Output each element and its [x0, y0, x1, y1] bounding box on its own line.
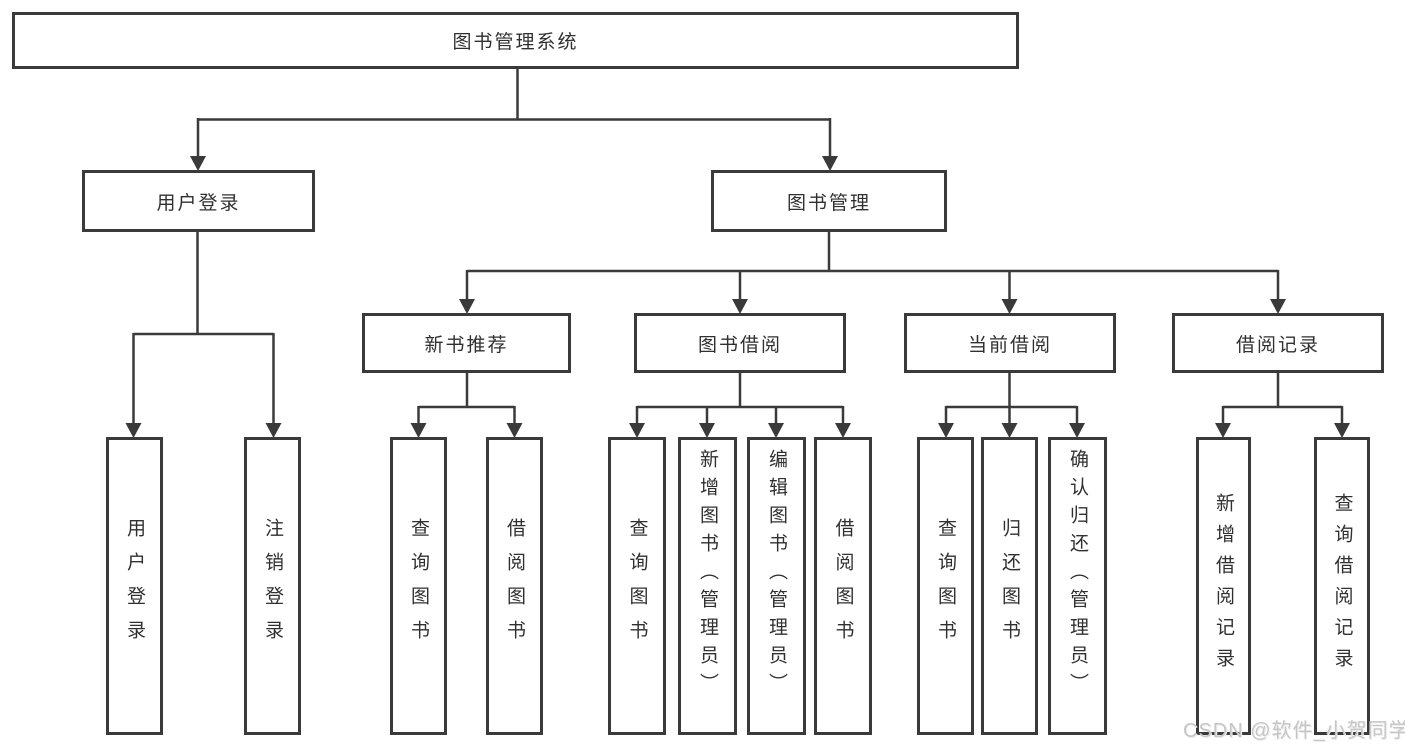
leaf-add-book-admin: 新增图书（管理员）: [678, 437, 737, 735]
node-new-book-recommendation: 新书推荐: [362, 313, 571, 373]
leaf-add-borrow-record: 新增借阅记录: [1196, 437, 1251, 735]
leaf-query-books-recommend: 查询图书: [390, 437, 447, 735]
leaf-confirm-return-admin: 确认归还（管理员）: [1048, 437, 1107, 735]
leaf-edit-book-admin: 编辑图书（管理员）: [747, 437, 806, 735]
leaf-label: 查询图书: [935, 518, 956, 654]
leaf-label: 注销登录: [262, 518, 283, 654]
arrowhead-icons: [125, 156, 1350, 438]
node-library-management-system: 图书管理系统: [12, 12, 1019, 69]
leaf-label: 归还图书: [999, 518, 1020, 654]
leaf-label: 用户登录: [124, 518, 145, 654]
leaf-return-books: 归还图书: [981, 437, 1038, 735]
leaf-label: 新增图书（管理员）: [697, 449, 718, 701]
leaf-label: 借阅图书: [504, 518, 525, 654]
tree-connector-lines: [132, 69, 1344, 425]
leaf-logout: 注销登录: [244, 437, 301, 735]
node-current-borrowing: 当前借阅: [904, 313, 1116, 373]
leaf-label: 借阅图书: [832, 518, 854, 654]
node-book-borrowing: 图书借阅: [634, 313, 846, 373]
csdn-watermark: CSDN @软件_小贺同学: [1183, 720, 1405, 742]
leaf-user-login: 用户登录: [106, 437, 163, 735]
leaf-borrow-books-borrowing: 借阅图书: [814, 437, 872, 735]
leaf-label: 编辑图书（管理员）: [766, 449, 787, 701]
node-user-login: 用户登录: [82, 170, 315, 232]
leaf-query-books-current: 查询图书: [917, 437, 974, 735]
node-borrowing-records: 借阅记录: [1172, 313, 1384, 373]
leaf-query-borrow-record: 查询借阅记录: [1314, 437, 1370, 735]
leaf-borrow-books-recommend: 借阅图书: [486, 437, 543, 735]
leaf-label: 查询借阅记录: [1331, 493, 1353, 679]
leaf-label: 查询图书: [408, 518, 429, 654]
node-book-management: 图书管理: [711, 170, 947, 232]
leaf-label: 确认归还（管理员）: [1067, 449, 1088, 701]
leaf-label: 查询图书: [626, 518, 648, 654]
leaf-label: 新增借阅记录: [1213, 493, 1234, 679]
leaf-query-books-borrowing: 查询图书: [608, 437, 666, 735]
